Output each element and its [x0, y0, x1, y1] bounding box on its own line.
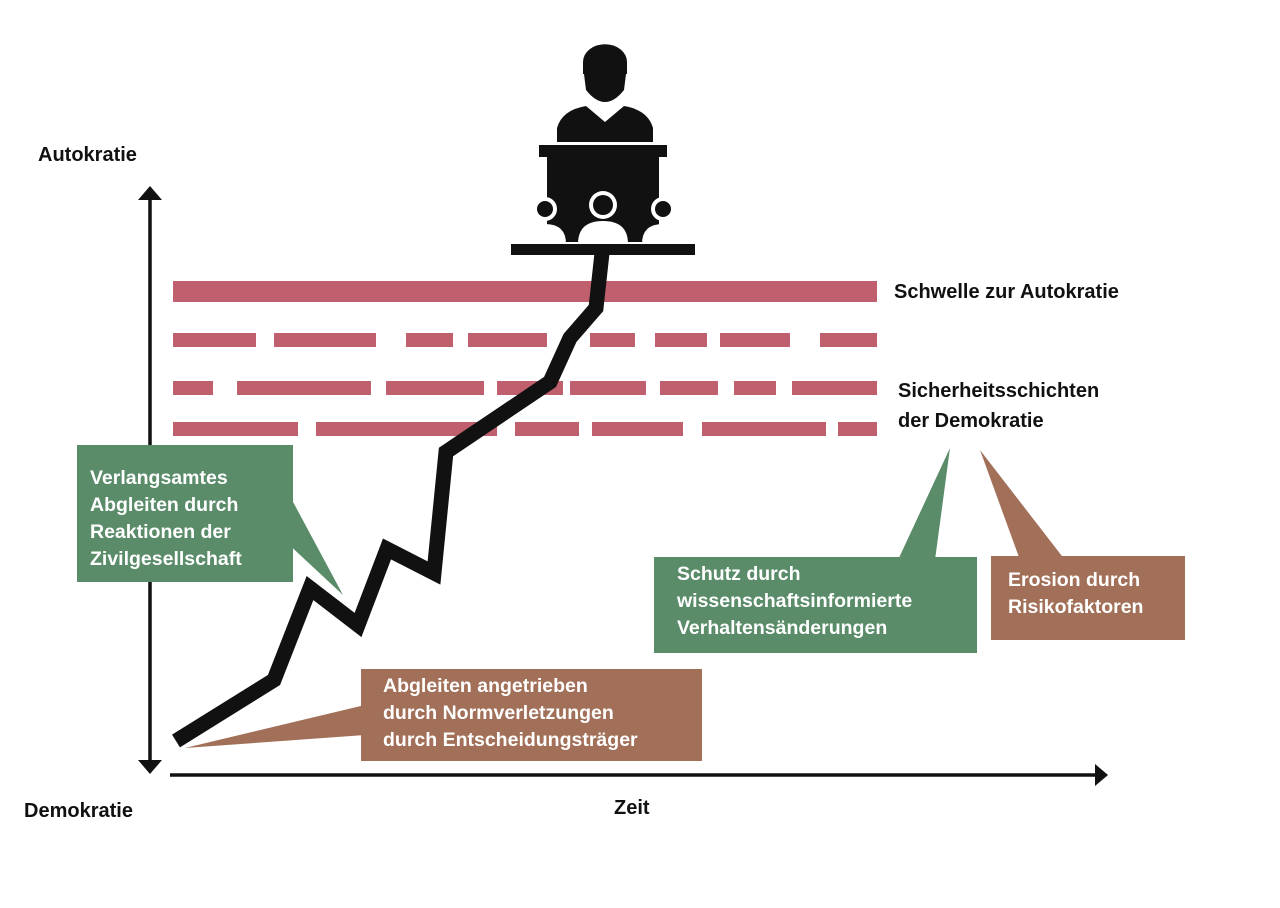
science-protection-callout-text: Schutz durch wissenschaftsinformierte Ve…	[677, 561, 912, 642]
norm-violations-callout-text: Abgleiten angetrieben durch Normverletzu…	[383, 673, 638, 754]
callout-norm-violations	[185, 669, 702, 761]
norm-violations-line-3: durch Entscheidungsträger	[383, 729, 638, 751]
autocracy-threshold-band	[173, 281, 877, 302]
security-layer-3	[173, 422, 877, 436]
civil-society-line-4: Zivilgesellschaft	[90, 548, 242, 570]
democratic-backsliding-path	[172, 252, 610, 748]
norm-violations-line-1: Abgleiten angetrieben	[383, 675, 588, 697]
security-layers-label: Sicherheitsschichten der Demokratie	[898, 376, 1099, 436]
speaker-at-podium-with-audience-icon	[511, 44, 695, 255]
science-protection-line-3: Verhaltensänderungen	[677, 617, 888, 639]
y-axis-bottom-label: Demokratie	[24, 800, 133, 822]
risk-erosion-line-1: Erosion durch	[1008, 569, 1141, 591]
science-protection-line-1: Schutz durch	[677, 563, 801, 585]
y-axis-top-label: Autokratie	[38, 144, 137, 166]
security-layers-label-line-1: Sicherheitsschichten	[898, 380, 1100, 402]
callout-civil-society	[77, 445, 343, 595]
civil-society-line-1: Verlangsamtes	[90, 467, 228, 489]
civil-society-line-3: Reaktionen der	[90, 521, 231, 543]
x-axis-label: Zeit	[614, 797, 650, 819]
callout-risk-erosion	[980, 450, 1185, 640]
norm-violations-line-2: durch Normverletzungen	[383, 702, 614, 724]
science-protection-line-2: wissenschaftsinformierte	[677, 590, 913, 612]
security-layer-1	[173, 333, 877, 347]
security-layers-label-line-2: der Demokratie	[898, 410, 1044, 432]
callout-science-protection	[654, 448, 977, 653]
threshold-label: Schwelle zur Autokratie	[894, 281, 1119, 303]
civil-society-callout-text: Verlangsamtes Abgleiten durch Reaktionen…	[90, 465, 242, 573]
risk-erosion-callout-text: Erosion durch Risikofaktoren	[1008, 567, 1143, 621]
x-axis	[170, 764, 1108, 786]
risk-erosion-line-2: Risikofaktoren	[1008, 596, 1144, 618]
civil-society-line-2: Abgleiten durch	[90, 494, 239, 516]
